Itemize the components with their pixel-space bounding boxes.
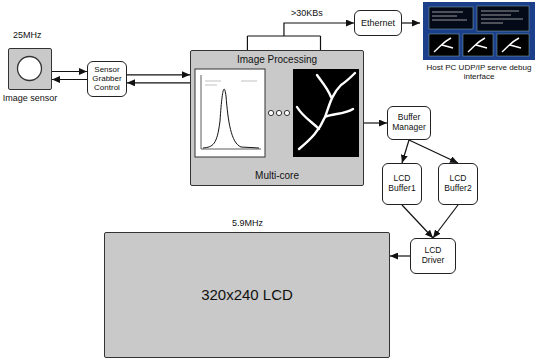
connector-line xyxy=(52,79,87,80)
connector-line xyxy=(284,23,354,36)
node-text: Sensor Grabber Control xyxy=(91,65,123,93)
node-text: Host PC UDP/IP serve debug interface xyxy=(420,63,538,81)
connector xyxy=(402,140,409,163)
connector xyxy=(409,140,458,163)
node-text: Image sensor xyxy=(3,93,58,103)
host-pc: Host PC UDP/IP serve debug interface xyxy=(420,2,538,81)
connector-line xyxy=(409,140,458,163)
node-text: Image Processing xyxy=(191,54,363,66)
node-text: Buffer Manager xyxy=(391,113,427,133)
connector-line xyxy=(320,36,321,50)
connector-line xyxy=(402,22,420,23)
connector-line xyxy=(433,205,458,238)
sensor-lens xyxy=(9,49,50,88)
node-text: Multi-core xyxy=(191,170,363,182)
processing-illustration xyxy=(191,51,363,183)
edge-label: >30KBs xyxy=(290,9,324,19)
lcd-buffer-box: LCD Buffer2 xyxy=(438,163,478,205)
node-text: LCD Buffer2 xyxy=(442,174,474,194)
connector-line xyxy=(127,74,190,75)
connector xyxy=(402,23,420,24)
connector-line xyxy=(127,82,190,83)
connector-line xyxy=(390,255,410,256)
node-text: LCD Buffer1 xyxy=(386,174,418,194)
node-text: Ethernet xyxy=(361,18,395,28)
frequency-label: 25MHz xyxy=(13,31,42,41)
connector-line xyxy=(52,71,87,72)
connector xyxy=(390,256,410,257)
grabber-box: Sensor Grabber Control xyxy=(87,61,127,97)
connector-line xyxy=(247,36,248,50)
connector-line xyxy=(402,205,433,238)
connector xyxy=(52,72,87,80)
connector-line xyxy=(402,140,409,163)
buffer-manager-box: Buffer Manager xyxy=(387,106,431,140)
connector xyxy=(402,205,433,238)
lcd-driver-box: LCD Driver xyxy=(410,238,456,274)
processing-panel: Image ProcessingMulti-core xyxy=(190,50,364,186)
frequency-label: 5.9MHz xyxy=(232,219,263,229)
node-text: LCD Driver xyxy=(414,246,452,266)
ethernet-box: Ethernet xyxy=(354,10,402,36)
image-sensor: Image sensor xyxy=(8,48,52,90)
connector xyxy=(364,123,387,124)
node-text: 320x240 LCD xyxy=(201,286,293,303)
pc-screenshot xyxy=(423,2,535,60)
connector xyxy=(127,75,190,83)
connector-line xyxy=(364,122,387,123)
connector xyxy=(433,205,458,238)
connector xyxy=(247,23,354,50)
lcd-panel: 320x240 LCD xyxy=(104,232,390,358)
lcd-buffer-box: LCD Buffer1 xyxy=(382,163,422,205)
